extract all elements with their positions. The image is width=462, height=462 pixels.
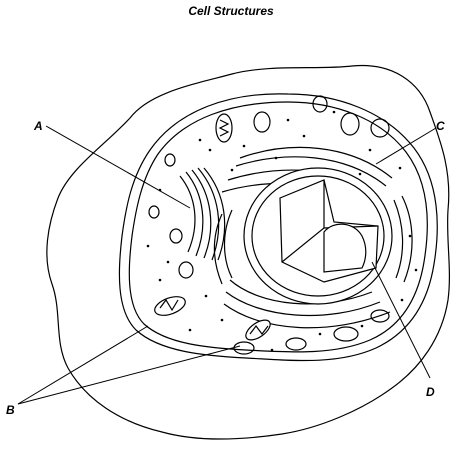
label-b: B <box>6 403 15 417</box>
mitochondrion <box>245 319 271 341</box>
leader-line-b2 <box>17 345 241 405</box>
label-d: D <box>426 385 435 399</box>
leader-line-b1 <box>17 325 149 405</box>
mitochondrion <box>154 296 186 316</box>
mitochondrion <box>215 113 233 143</box>
cell-membrane <box>46 64 450 440</box>
vesicles <box>148 95 390 355</box>
leader-line-a <box>45 125 191 209</box>
label-a: A <box>33 119 43 133</box>
leader-line-c <box>375 127 437 165</box>
cytoplasm-boundary-inner <box>128 101 428 353</box>
leader-line-d <box>371 261 431 379</box>
nucleus <box>243 167 393 305</box>
diagram-title: Cell Structures <box>188 4 274 18</box>
cytoplasm-boundary <box>118 93 438 362</box>
label-c: C <box>436 119 445 133</box>
nucleolus <box>323 223 367 273</box>
endoplasmic-reticulum <box>213 146 413 329</box>
golgi-apparatus <box>179 167 226 261</box>
ribosomes <box>146 110 418 352</box>
